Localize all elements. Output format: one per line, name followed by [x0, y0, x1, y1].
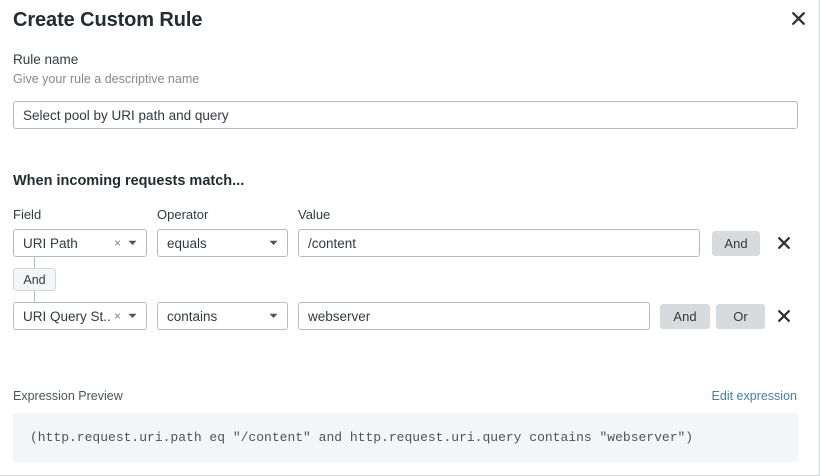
dialog-title: Create Custom Rule: [13, 9, 203, 31]
expression-preview-label: Expression Preview: [13, 389, 123, 403]
chevron-down-icon[interactable]: [269, 313, 278, 319]
chevron-down-icon[interactable]: [128, 313, 137, 319]
field-select-1-value: URI Path: [23, 235, 78, 251]
field-select-2[interactable]: URI Query St... ×: [13, 302, 147, 330]
chevron-down-icon[interactable]: [269, 240, 278, 246]
rule-name-help-text: Give your rule a descriptive name: [13, 72, 200, 86]
rule-name-label: Rule name: [13, 52, 79, 67]
value-input-2[interactable]: [298, 302, 650, 330]
remove-condition-button-2[interactable]: [773, 305, 795, 327]
clear-x-icon[interactable]: ×: [113, 309, 121, 323]
or-button-2[interactable]: Or: [716, 304, 765, 329]
close-icon[interactable]: [786, 6, 810, 30]
field-select-1[interactable]: URI Path ×: [13, 229, 147, 257]
match-heading: When incoming requests match...: [13, 173, 245, 189]
remove-condition-button-1[interactable]: [773, 232, 795, 254]
operator-select-2-value: contains: [167, 308, 218, 324]
column-header-value: Value: [298, 207, 331, 222]
rule-name-section: Rule name Give your rule a descriptive n…: [13, 51, 199, 88]
column-header-operator: Operator: [157, 207, 209, 222]
edit-expression-link[interactable]: Edit expression: [711, 389, 797, 403]
value-input-1[interactable]: [298, 229, 700, 257]
expression-preview-code: (http.request.uri.path eq "/content" and…: [13, 413, 798, 462]
rule-name-input[interactable]: [13, 101, 798, 129]
clear-x-icon[interactable]: ×: [113, 236, 121, 250]
close-icon: [778, 237, 790, 249]
operator-select-2[interactable]: contains: [157, 302, 288, 330]
and-button-1[interactable]: And: [712, 231, 760, 256]
field-select-2-value: URI Query St...: [23, 308, 110, 324]
chevron-down-icon[interactable]: [128, 240, 137, 246]
operator-select-1-value: equals: [167, 235, 207, 251]
connector-line-top: [34, 257, 35, 268]
connector-and-badge[interactable]: And: [13, 268, 56, 291]
connector-line-bottom: [34, 291, 35, 302]
column-header-field: Field: [13, 207, 42, 222]
operator-select-1[interactable]: equals: [157, 229, 288, 257]
and-button-2[interactable]: And: [660, 304, 710, 329]
close-icon: [778, 310, 790, 322]
